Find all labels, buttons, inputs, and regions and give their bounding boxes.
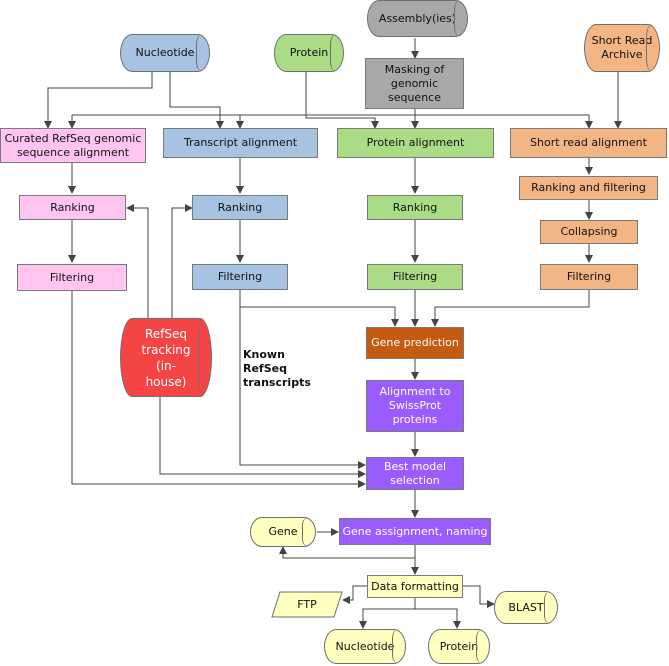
nucleotide-source: Nucleotide xyxy=(120,34,210,72)
ranking-pink-box: Ranking xyxy=(19,195,126,220)
edge-formatting-blast xyxy=(463,585,495,608)
edge-protein-align xyxy=(305,72,379,129)
protein-output: Protein xyxy=(428,629,490,664)
edge-tracking-best xyxy=(159,397,366,478)
edge-assignment-gene xyxy=(279,545,416,559)
ranking-blue-box: Ranking xyxy=(192,195,288,220)
edge-filtering-blue-best xyxy=(239,290,366,469)
edge-filtering-pink-best xyxy=(71,291,366,488)
assembly-source: Assembly(ies) xyxy=(367,0,468,37)
nucleotide-output: Nucleotide xyxy=(324,629,406,664)
ftp-output: FTP xyxy=(297,597,317,611)
short-read-alignment-box: Short read alignment xyxy=(510,128,667,158)
ranking-green-box: Ranking xyxy=(367,195,463,220)
transcript-alignment-box: Transcript alignment xyxy=(163,128,318,158)
edge-formatting-ftp xyxy=(342,585,367,604)
protein-alignment-box: Protein alignment xyxy=(337,128,494,158)
known-refseq-label: Known RefSeq transcripts xyxy=(243,348,311,389)
best-model-box: Best model selection xyxy=(366,457,464,490)
gene-assignment-box: Gene assignment, naming xyxy=(339,518,491,545)
edge-filtering-blue-geneprediction xyxy=(240,306,399,327)
protein-source: Protein xyxy=(274,34,344,72)
edge-tracking-ranking-pink xyxy=(126,204,149,318)
filtering-green-box: Filtering xyxy=(367,264,463,290)
refseq-tracking-store: RefSeq tracking (in-house) xyxy=(120,318,212,397)
curated-alignment-box: Curated RefSeq genomic sequence alignmen… xyxy=(0,128,146,163)
gene-prediction-box: Gene prediction xyxy=(366,327,464,359)
gene-store: Gene xyxy=(250,517,316,547)
edge-nucleotide-transcript xyxy=(169,72,224,129)
edge-tracking-ranking-blue xyxy=(171,204,193,318)
collapsing-box: Collapsing xyxy=(540,220,638,244)
ftp-shape xyxy=(271,591,343,618)
edge-nucleotide-curated xyxy=(44,72,153,129)
blast-output: BLAST xyxy=(494,591,558,624)
edge-formatting-protein xyxy=(415,608,461,629)
alignment-swissprot-box: Alignment to SwissProt proteins xyxy=(366,380,464,432)
edge-filtering-orange-geneprediction xyxy=(431,290,590,327)
edge-formatting-nucleotide xyxy=(359,598,416,629)
masking-box: Masking of genomic sequence xyxy=(365,58,464,109)
data-formatting-box: Data formatting xyxy=(367,575,463,598)
filtering-pink-box: Filtering xyxy=(17,264,127,291)
filtering-blue-box: Filtering xyxy=(192,264,288,290)
ranking-filtering-orange-box: Ranking and filtering xyxy=(519,176,658,200)
filtering-orange-box: Filtering xyxy=(540,264,638,290)
sra-source: Short Read Archive xyxy=(584,24,660,72)
